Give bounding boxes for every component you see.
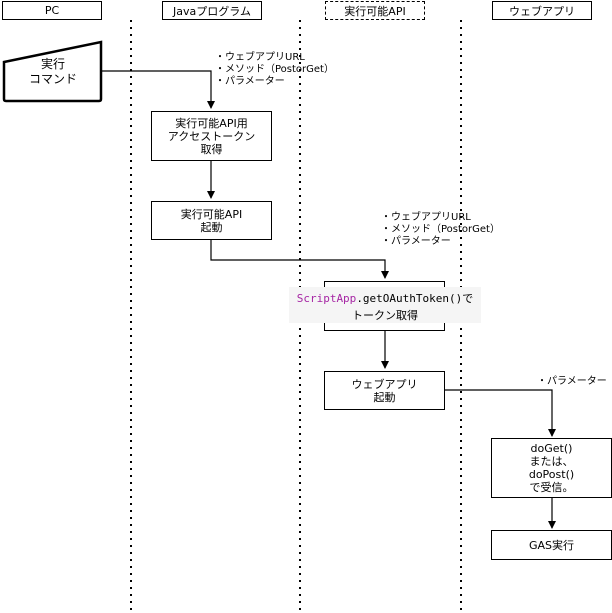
command-shape [2,40,103,103]
arrow-command-to-token [101,70,215,109]
note1-line3: ・パラメーター [215,76,285,87]
start-api-line1: 実行可能API [180,207,243,221]
lane-header-pc: PC [2,1,102,20]
get-token-line3: 取得 [200,142,223,156]
note-parameters: ・パラメーター [537,376,607,388]
lane-header-api: 実行可能API [325,1,425,20]
start-webapp-line2: 起動 [373,390,396,404]
note-request-2: ・ウェブアプリURL ・メソッド（PostorGet） ・パラメーター [381,212,500,248]
receive-line2: または、 [529,455,574,468]
lane-header-java: Javaプログラム [162,1,262,20]
receive-line4: で受信。 [529,481,574,494]
command-text-line2: コマンド [28,72,77,86]
get-token-node: 実行可能API用 アクセストークン 取得 [151,111,272,161]
token-method: .getOAuthToken() [356,292,463,305]
note3-line1: ・パラメーター [537,376,607,387]
command-text-line1: 実行 [40,57,65,71]
note1-line2: ・メソッド（PostorGet） [215,64,334,75]
arrow-webapp-to-receive [444,389,556,437]
token-class: ScriptApp [296,292,357,305]
token-line2: トークン取得 [352,309,418,322]
gas-run-node: GAS実行 [491,530,612,560]
token-node-label: ScriptApp.getOAuthToken()で トークン取得 [289,287,481,323]
receive-line3: doPost() [528,468,575,481]
token-suffix: で [462,292,474,305]
note2-line1: ・ウェブアプリURL [381,212,471,223]
start-webapp-line1: ウェブアプリ [351,377,418,391]
start-api-node: 実行可能API 起動 [151,201,272,240]
arrow-start-to-api [210,240,389,279]
note2-line2: ・メソッド（PostorGet） [381,224,500,235]
note2-line3: ・パラメーター [381,236,451,247]
get-token-line2: アクセストークン [167,129,256,143]
receive-node: doGet() または、 doPost() で受信。 [491,438,612,498]
get-token-line1: 実行可能API用 [175,116,248,130]
command-node: 実行 コマンド [10,52,96,92]
note1-line1: ・ウェブアプリURL [215,52,305,63]
start-webapp-node: ウェブアプリ 起動 [324,371,445,410]
receive-line1: doGet() [530,442,573,455]
start-api-line2: 起動 [200,220,223,234]
lane-header-webapp: ウェブアプリ [492,1,592,20]
note-request-1: ・ウェブアプリURL ・メソッド（PostorGet） ・パラメーター [215,52,334,88]
